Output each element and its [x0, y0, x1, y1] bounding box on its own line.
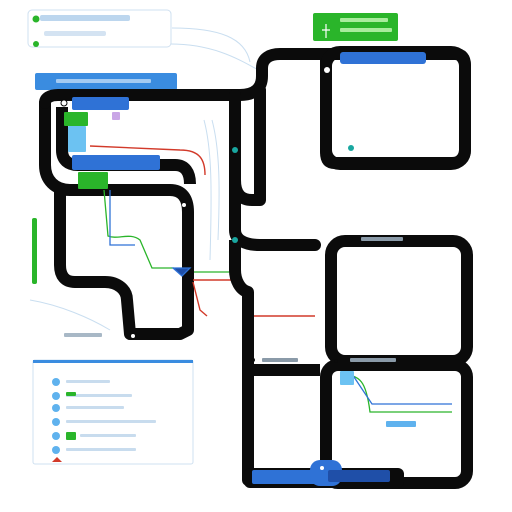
list-dot-icon [52, 404, 60, 412]
list-item[interactable] [52, 378, 110, 386]
node-dot-icon [60, 99, 68, 107]
lower-right-box-bottom[interactable] [320, 359, 473, 489]
list-item[interactable] [52, 404, 124, 412]
left-chip-group[interactable] [60, 97, 160, 189]
list-dot-icon [52, 432, 60, 440]
node-dot-icon [116, 334, 120, 338]
status-dot-icon [32, 15, 40, 23]
top-right-green-badge[interactable] [313, 13, 398, 41]
bottom-blue-pill[interactable] [244, 460, 404, 488]
node-dot-icon [345, 235, 353, 243]
status-dot-icon [33, 41, 39, 47]
list-item[interactable] [52, 418, 156, 426]
node-dot-icon [348, 145, 354, 151]
track-node-dots [116, 203, 186, 338]
left-blue-bar[interactable] [35, 73, 177, 90]
left-green-accent [32, 218, 37, 284]
list-item[interactable] [52, 432, 136, 440]
faint-connector-lines [29, 27, 263, 331]
list-dot-icon [52, 378, 60, 386]
node-dot-icon [334, 359, 338, 363]
list-dot-icon [52, 418, 60, 426]
node-dot-icon [182, 203, 186, 207]
list-item[interactable] [52, 392, 132, 400]
upper-right-box[interactable] [232, 46, 471, 170]
caret-up-icon [52, 457, 62, 462]
node-dot-icon [324, 237, 330, 243]
small-left-caption [64, 333, 102, 337]
list-item[interactable] [52, 446, 136, 454]
track-upper-loop [39, 48, 471, 340]
node-dot-icon [251, 358, 255, 362]
top-left-card[interactable] [27, 9, 172, 48]
node-dot-icon [324, 67, 330, 73]
node-dot-icon [320, 466, 324, 470]
lower-right-box-top[interactable] [325, 235, 473, 367]
list-dot-icon [52, 392, 60, 400]
center-captions [251, 358, 396, 363]
connector-tick-icon [322, 24, 330, 38]
node-dot-icon [232, 237, 238, 243]
mid-right-caption [232, 235, 403, 243]
node-dot-icon [131, 334, 135, 338]
blue-connector [109, 190, 452, 405]
bottom-left-panel[interactable] [32, 359, 194, 465]
node-dot-icon [232, 147, 238, 153]
list-dot-icon [52, 446, 60, 454]
